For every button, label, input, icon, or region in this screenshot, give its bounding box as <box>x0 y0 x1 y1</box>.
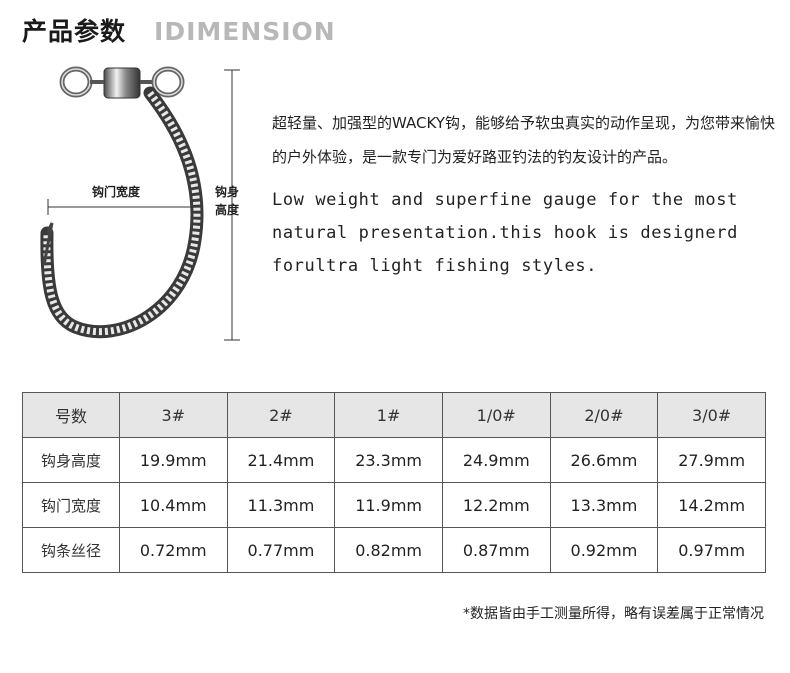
hook-width-label: 钩门宽度 <box>92 185 141 199</box>
description-en-line2: natural presentation.this hook is design… <box>272 223 738 243</box>
table-cell: 0.82mm <box>334 527 443 573</box>
header-cell-2: 2# <box>226 392 336 438</box>
table-cell: 27.9mm <box>657 437 766 483</box>
header-cell-1-0: 1/0# <box>441 392 551 438</box>
header-cell-2-0: 2/0# <box>549 392 659 438</box>
table-row: 钩门宽度 10.4mm 11.3mm 11.9mm 12.2mm 13.3mm … <box>22 482 766 528</box>
table-cell: 12.2mm <box>441 482 551 528</box>
description-en: Low weight and superfine gauge for the m… <box>272 184 777 283</box>
table-row: 钩身高度 19.9mm 21.4mm 23.3mm 24.9mm 26.6mm … <box>22 437 766 483</box>
section-title-en: IDIMENSION <box>154 17 336 46</box>
table-cell: 11.9mm <box>334 482 443 528</box>
header-cell-3: 3# <box>118 392 228 438</box>
spec-table: 号数 3# 2# 1# 1/0# 2/0# 3/0# 钩身高度 19.9mm 2… <box>22 392 766 573</box>
description-en-line1: Low weight and superfine gauge for the m… <box>272 190 738 210</box>
row-label-wire-diameter: 钩条丝径 <box>22 527 120 573</box>
measurement-note: *数据皆由手工测量所得，略有误差属于正常情况 <box>463 606 764 622</box>
row-label-width: 钩门宽度 <box>22 482 120 528</box>
product-description: 超轻量、加强型的WACKY钩，能够给予软虫真实的动作呈现，为您带来愉快的户外体验… <box>272 106 777 283</box>
table-cell: 0.72mm <box>118 527 228 573</box>
table-cell: 24.9mm <box>441 437 551 483</box>
description-cn: 超轻量、加强型的WACKY钩，能够给予软虫真实的动作呈现，为您带来愉快的户外体验… <box>272 114 775 166</box>
section-header: 产品参数 IDIMENSION <box>22 12 336 48</box>
table-cell: 0.97mm <box>657 527 766 573</box>
table-cell: 26.6mm <box>549 437 659 483</box>
hook-diagram: 钩门宽度 钩身 高度 <box>0 55 270 355</box>
header-cell-1: 1# <box>334 392 443 438</box>
table-cell: 19.9mm <box>118 437 228 483</box>
table-cell: 10.4mm <box>118 482 228 528</box>
table-cell: 0.92mm <box>549 527 659 573</box>
spec-table-header-row: 号数 3# 2# 1# 1/0# 2/0# 3/0# <box>22 392 766 438</box>
swivel-barrel <box>103 67 141 99</box>
description-en-line3: forultra light fishing styles. <box>272 256 598 276</box>
table-cell: 23.3mm <box>334 437 443 483</box>
header-cell-3-0: 3/0# <box>657 392 766 438</box>
table-cell: 0.87mm <box>441 527 551 573</box>
header-cell-size-label: 号数 <box>22 392 120 438</box>
row-label-height: 钩身高度 <box>22 437 120 483</box>
hook-shank <box>40 86 204 339</box>
table-cell: 11.3mm <box>226 482 336 528</box>
table-cell: 14.2mm <box>657 482 766 528</box>
table-cell: 0.77mm <box>226 527 336 573</box>
hook-illustration <box>40 66 240 341</box>
section-title-cn: 产品参数 <box>22 17 127 46</box>
table-cell: 21.4mm <box>226 437 336 483</box>
hook-height-label-line2: 高度 <box>214 203 239 217</box>
table-row: 钩条丝径 0.72mm 0.77mm 0.82mm 0.87mm 0.92mm … <box>22 527 766 573</box>
hook-height-label-line1: 钩身 <box>214 185 239 199</box>
hook-height-label: 钩身 高度 <box>212 183 242 219</box>
table-cell: 13.3mm <box>549 482 659 528</box>
